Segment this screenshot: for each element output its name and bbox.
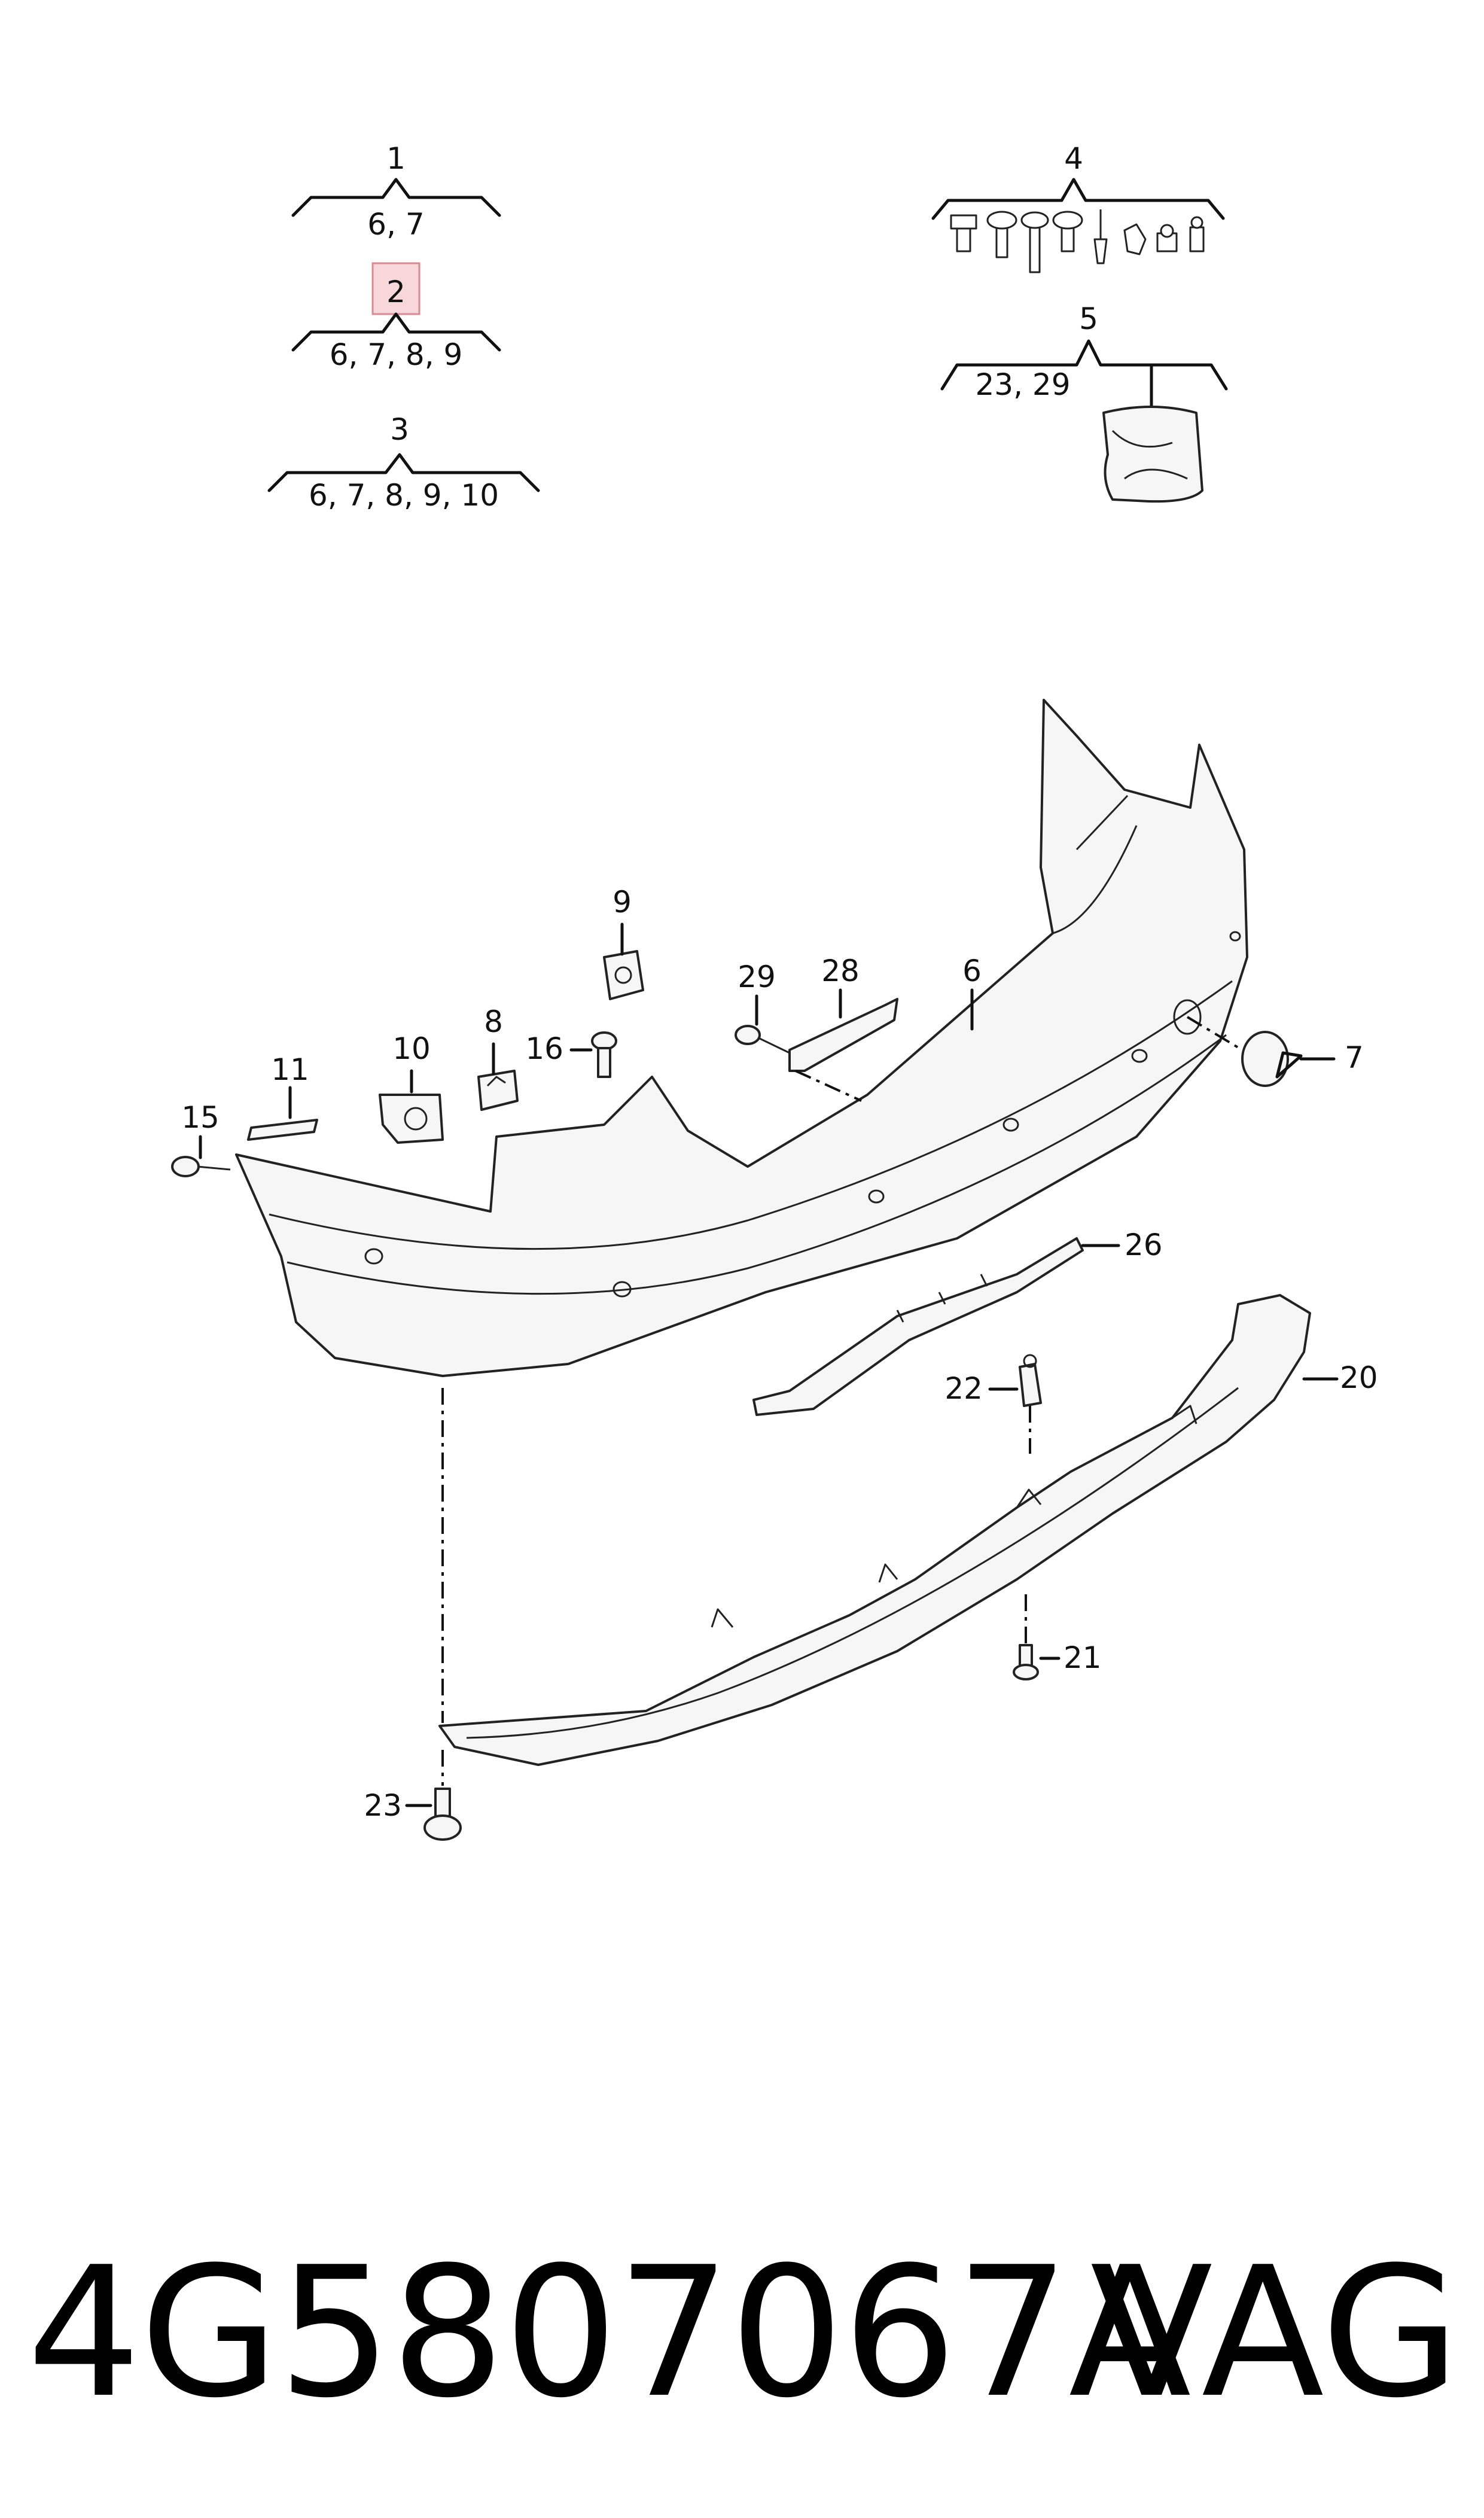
callout-7: 7 [1345, 1040, 1364, 1075]
bracket-10[interactable]: 10 [379, 1031, 444, 1144]
callout-22: 22 [944, 1371, 983, 1406]
group-number: 4 [1064, 141, 1083, 176]
callout-11: 11 [271, 1052, 309, 1087]
group-4[interactable]: 4 [931, 141, 1225, 273]
clip-22[interactable]: 22 [944, 1354, 1042, 1454]
group-bracket [940, 339, 1228, 391]
part-number: 4G5807067A [27, 2228, 1192, 2437]
callout-26: 26 [1125, 1228, 1163, 1262]
callout-16: 16 [525, 1031, 563, 1066]
screw-23[interactable]: 23 [364, 1388, 462, 1841]
guide-strip-26[interactable]: 26 [752, 1228, 1163, 1416]
callout-6: 6 [962, 954, 982, 988]
callout-15: 15 [181, 1100, 220, 1135]
group-number: 3 [390, 412, 409, 447]
bracket-28[interactable]: 28 [788, 954, 898, 1102]
group-bracket [267, 453, 540, 492]
fasteners-icon [950, 209, 1205, 273]
bumper-cover[interactable]: 6 [235, 699, 1248, 1377]
footer: 4G5807067A VAG [0, 2213, 1484, 2453]
screw-15[interactable]: 15 [171, 1100, 231, 1177]
group-1[interactable]: 1 6, 7 [291, 141, 501, 242]
callout-20: 20 [1340, 1360, 1378, 1395]
group-parts: 6, 7, 8, 9 [330, 337, 463, 372]
callout-28: 28 [821, 954, 860, 988]
group-bracket [931, 178, 1225, 220]
group-number: 5 [1079, 302, 1098, 336]
brand: VAG [1090, 2228, 1460, 2437]
group-2[interactable]: 2 6, 7, 8, 9 [291, 262, 501, 372]
group-parts: 6, 7, 8, 9, 10 [309, 478, 499, 513]
group-bracket [291, 312, 501, 352]
screw-21[interactable]: 21 [1013, 1594, 1102, 1680]
callout-29: 29 [738, 960, 776, 994]
group-bracket [291, 178, 501, 217]
diffuser-20[interactable]: 20 [438, 1294, 1378, 1766]
group-parts: 6, 7 [367, 207, 424, 242]
parts-bag-icon [1102, 406, 1203, 503]
group-number: 1 [386, 141, 406, 176]
screw-16[interactable]: 16 [525, 1031, 617, 1078]
callout-8: 8 [484, 1004, 503, 1039]
group-number: 2 [386, 275, 406, 309]
bracket-8[interactable]: 8 [477, 1004, 519, 1111]
screw-29[interactable]: 29 [735, 960, 790, 1054]
clip-9[interactable]: 9 [603, 885, 644, 1000]
group-3[interactable]: 3 6, 7, 8, 9, 10 [267, 412, 540, 513]
strip-11[interactable]: 11 [247, 1052, 318, 1141]
callout-9: 9 [613, 885, 632, 919]
tow-eye-cap[interactable]: 7 [1186, 1016, 1364, 1087]
callout-23: 23 [364, 1788, 402, 1823]
group-5[interactable]: 5 23, 29 [940, 302, 1228, 503]
callout-10: 10 [392, 1031, 431, 1066]
callout-21: 21 [1064, 1640, 1102, 1675]
group-parts: 23, 29 [975, 367, 1070, 402]
